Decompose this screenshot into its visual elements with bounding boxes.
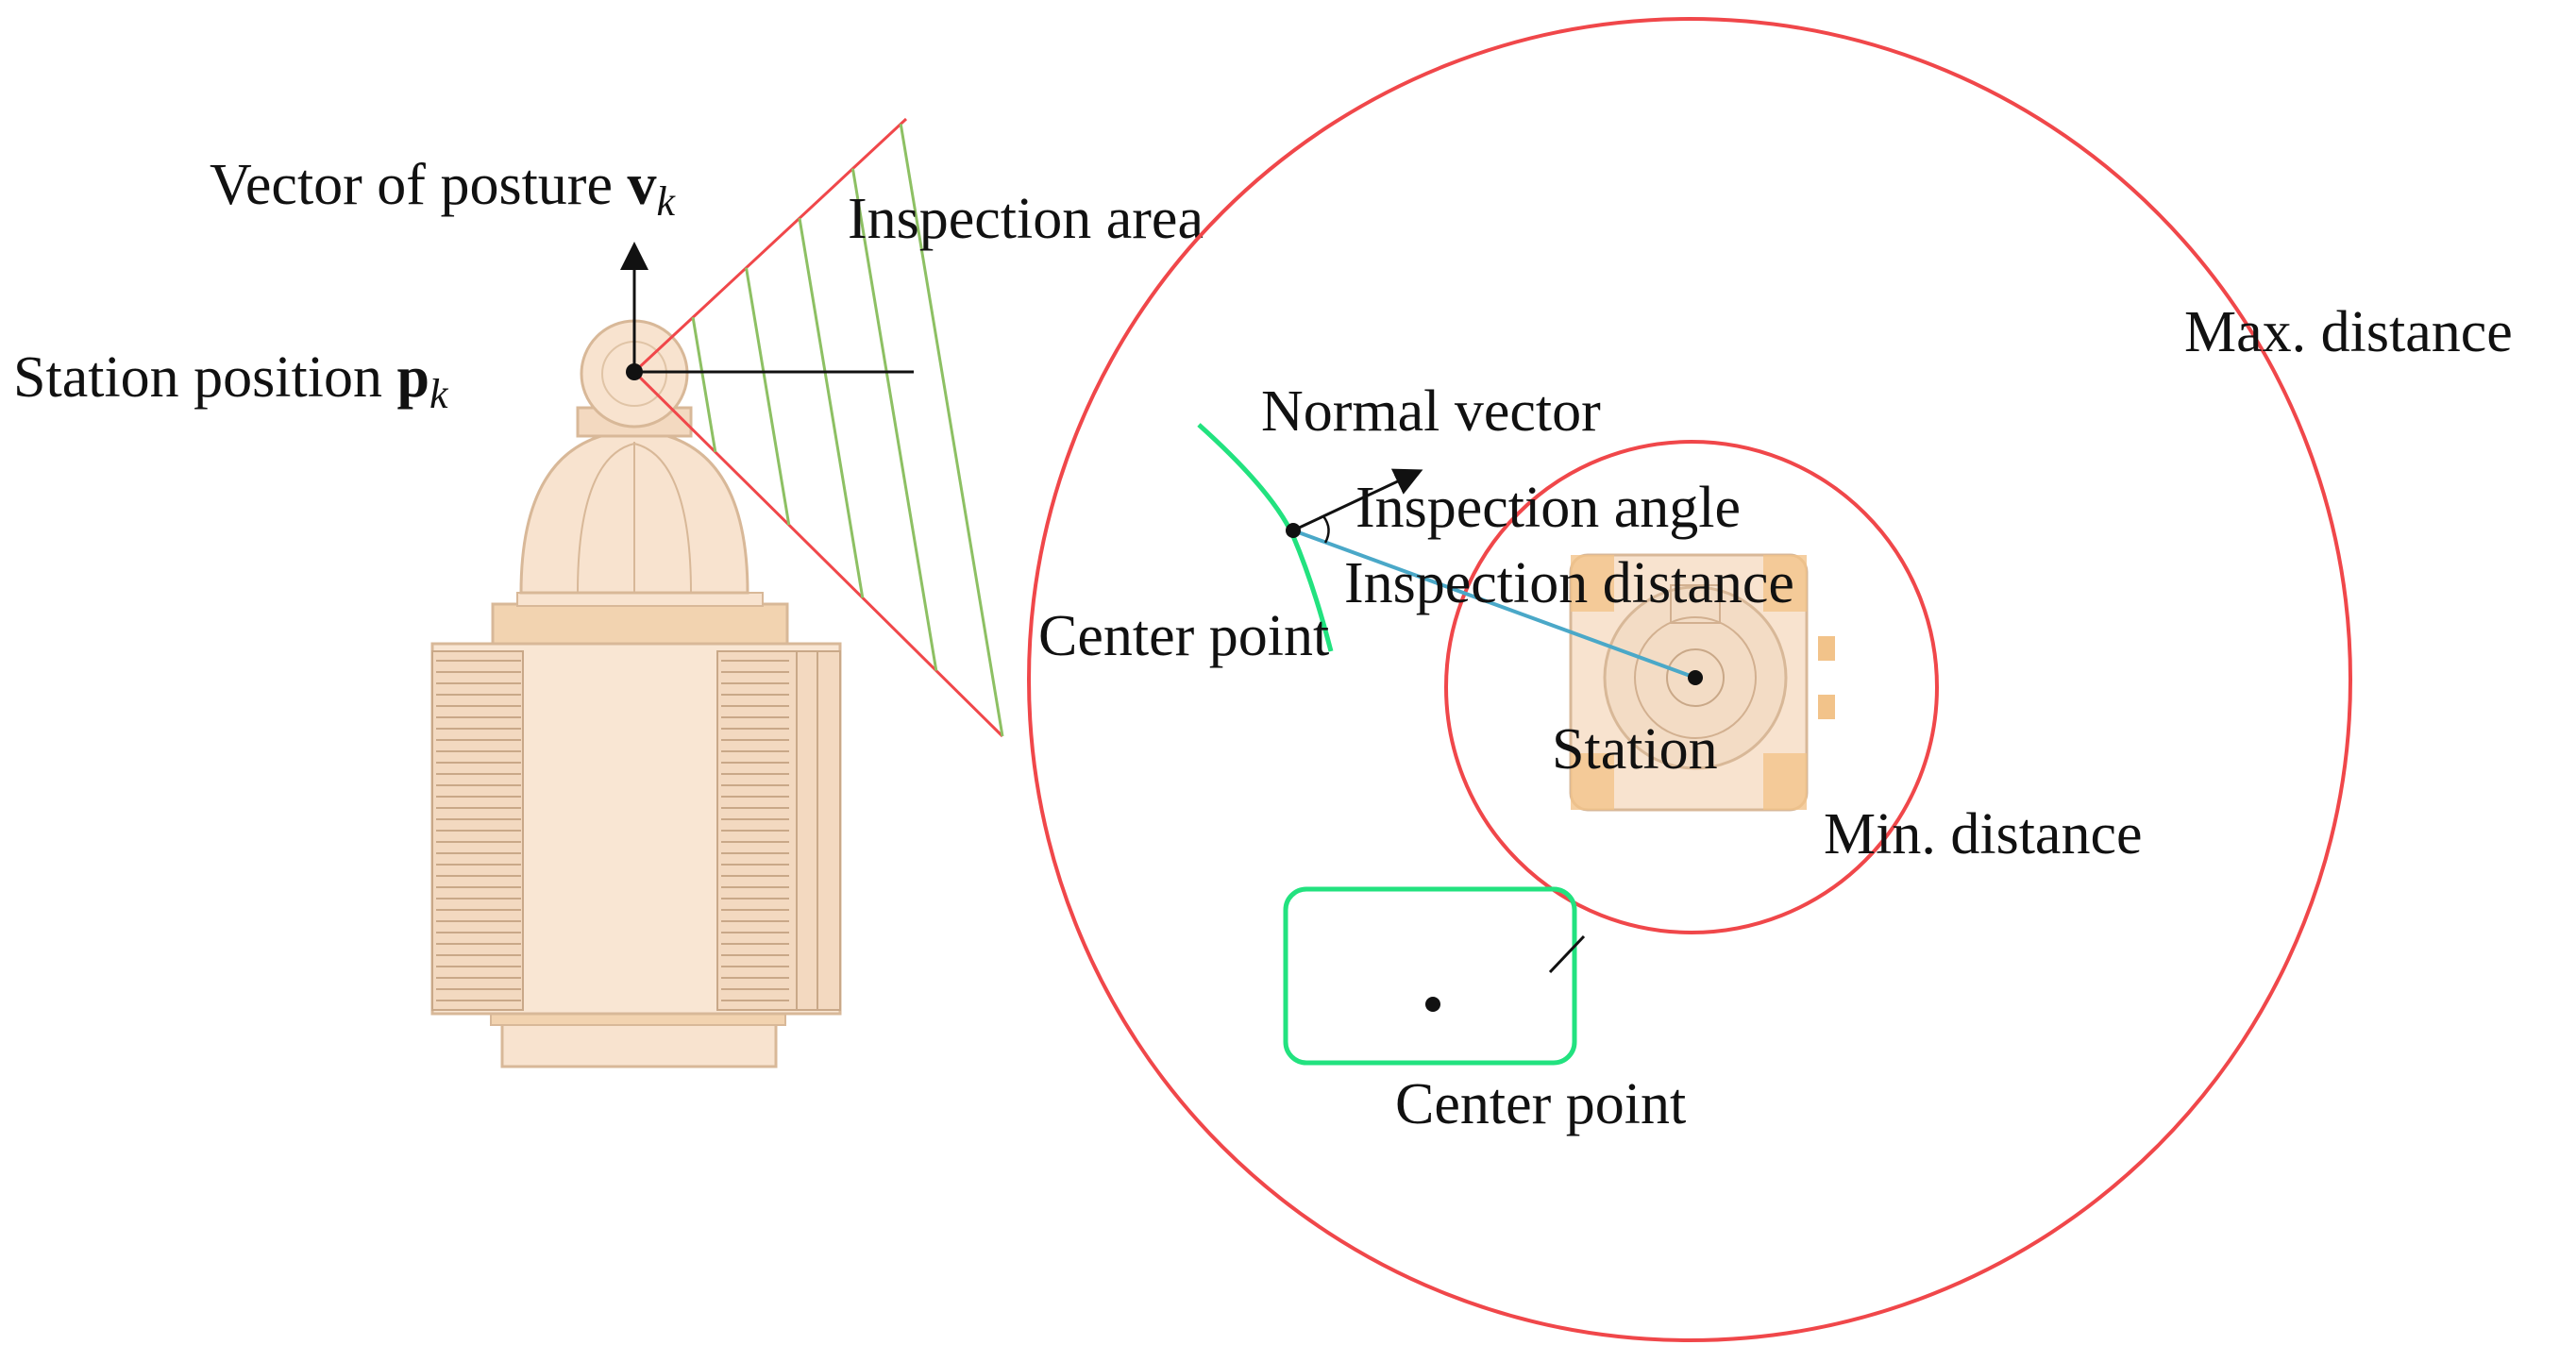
inspection-angle-label: Inspection angle [1355, 476, 1741, 540]
hatch-line [899, 124, 1004, 737]
target-rectangle [1283, 886, 1586, 1066]
left-radiator-panel [431, 650, 524, 1011]
inspection-area-hatching [691, 124, 1004, 737]
inspection-distance-label: Inspection distance [1344, 551, 1794, 615]
station-model-side-view [430, 319, 842, 1068]
normal-vector-label: Normal vector [1261, 379, 1601, 444]
min-distance-label: Min. distance [1824, 802, 2143, 866]
hatch-line [691, 316, 717, 453]
station-position-label: Station position pk [13, 345, 449, 417]
rectangle-center-dot [1425, 997, 1440, 1012]
center-point-label-bottom: Center point [1395, 1072, 1686, 1136]
distance-circles [1027, 17, 2352, 1342]
right-radiator-panel [716, 650, 841, 1011]
center-point-dot [1286, 523, 1301, 538]
center-point-label-left: Center point [1038, 604, 1329, 668]
max-distance-label: Max. distance [2184, 300, 2513, 364]
inspection-angle-arc [1322, 515, 1330, 544]
inspection-vectors [1286, 468, 1703, 685]
inspection-area-label: Inspection area [848, 187, 1204, 251]
inspection-area-cone [632, 117, 1004, 738]
hatch-line [850, 168, 938, 671]
hatch-line [745, 267, 791, 526]
inspection-distance-line [1292, 529, 1696, 680]
hatch-line [798, 217, 865, 598]
normal-vector-arrow [1292, 468, 1423, 532]
min-distance-circle [1444, 440, 1939, 934]
posture-axes [620, 242, 914, 380]
max-distance-circle [1027, 17, 2352, 1342]
station-label: Station [1552, 717, 1718, 782]
vector-of-posture-label: Vector of posture vk [210, 153, 676, 225]
station-dot [1688, 670, 1703, 685]
